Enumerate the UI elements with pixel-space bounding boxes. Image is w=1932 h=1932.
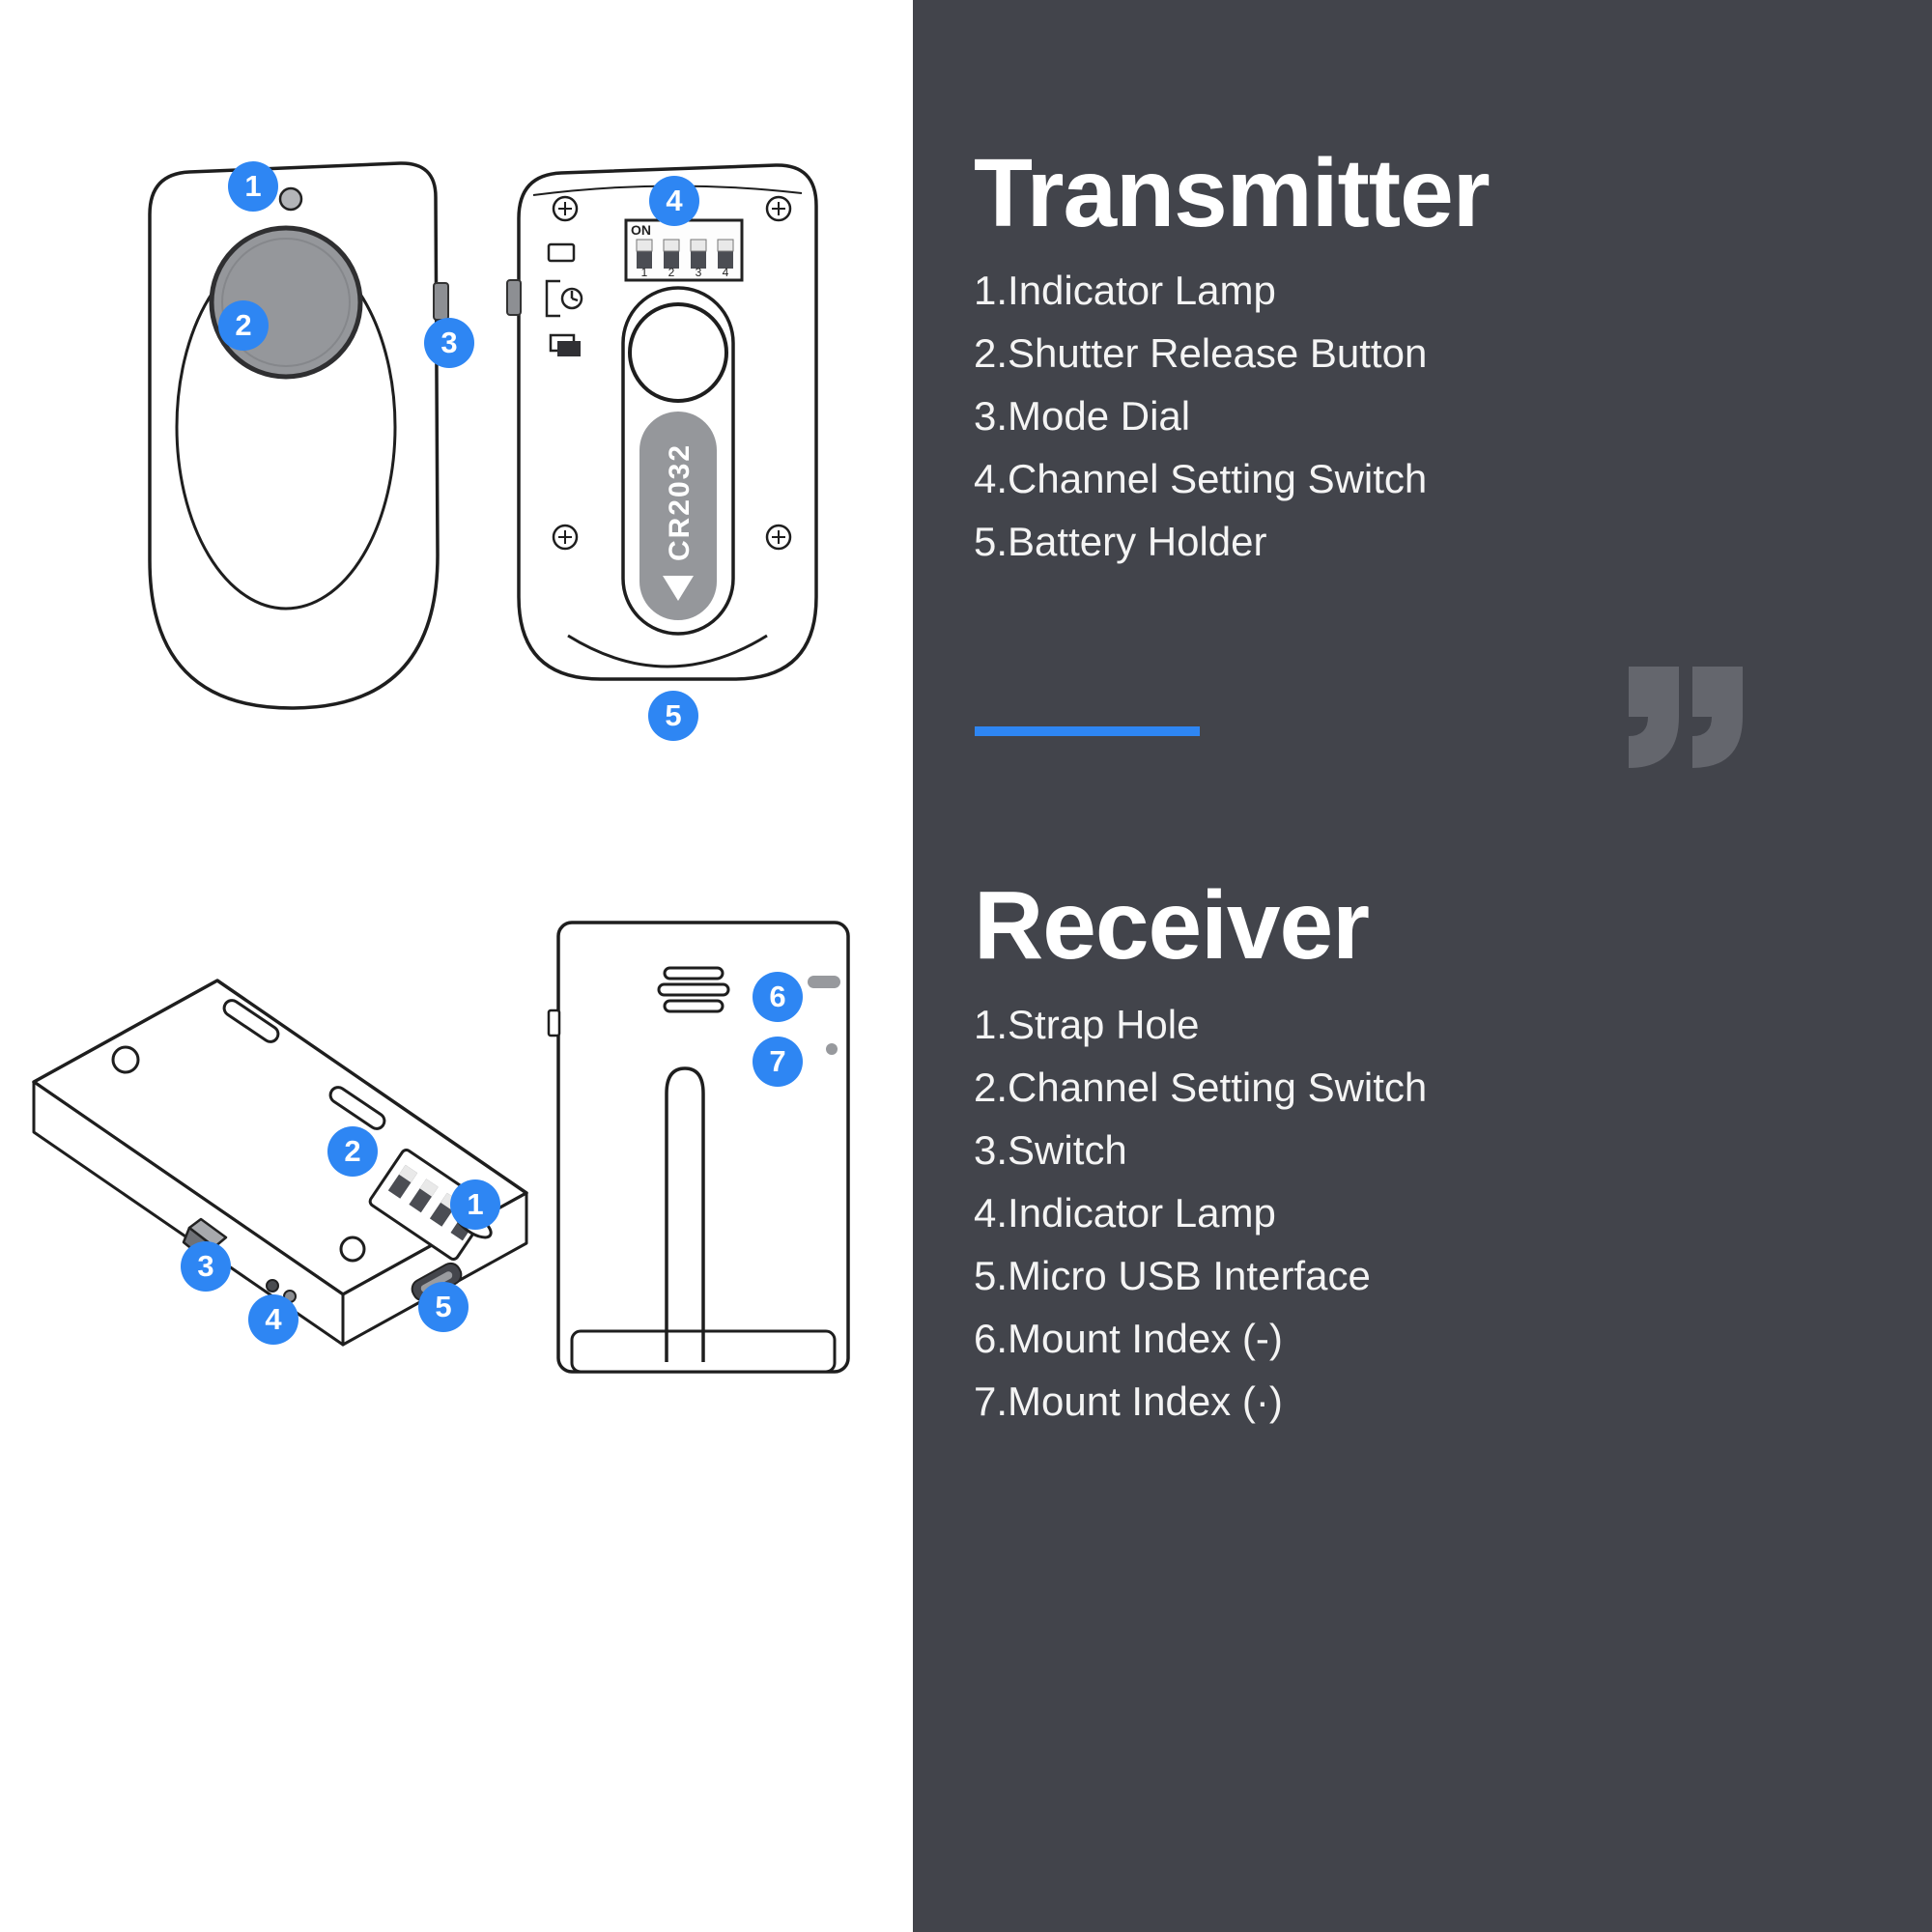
transmitter-part-item: 2.Shutter Release Button bbox=[974, 330, 1428, 376]
side-nub bbox=[547, 1009, 561, 1037]
channel-setting-switch: ON 1 2 3 4 bbox=[624, 218, 744, 282]
screw-top-left bbox=[552, 195, 579, 222]
shutter-button-inner-ring bbox=[221, 238, 351, 367]
transmitter-part-item: 1.Indicator Lamp bbox=[974, 268, 1276, 313]
battery-holder: CR2032 bbox=[621, 286, 735, 636]
callout-receiver-strap-hole: 1 bbox=[450, 1179, 500, 1230]
accent-divider bbox=[975, 726, 1200, 736]
transmitter-part-item: 4.Channel Setting Switch bbox=[974, 456, 1428, 501]
callout-transmitter-indicator-lamp: 1 bbox=[228, 161, 278, 212]
delay-timer-mode-icon bbox=[545, 279, 583, 318]
callout-receiver-mount-index-dot: 7 bbox=[753, 1037, 803, 1087]
receiver-parts-list: 1.Strap Hole 2.Channel Setting Switch 3.… bbox=[974, 993, 1427, 1433]
screw-bottom-right bbox=[765, 524, 792, 551]
single-shot-mode-icon bbox=[547, 242, 576, 263]
battery-insert-arrow bbox=[663, 576, 694, 601]
center-channel bbox=[665, 1066, 705, 1362]
receiver-title: Receiver bbox=[974, 871, 1370, 980]
callout-transmitter-shutter-button: 2 bbox=[218, 300, 269, 351]
screw-top-right bbox=[765, 195, 792, 222]
receiver-part-item: 2.Channel Setting Switch bbox=[974, 1065, 1428, 1110]
screw-bottom-left bbox=[552, 524, 579, 551]
transmitter-part-item: 3.Mode Dial bbox=[974, 393, 1191, 439]
mount-slot-upper bbox=[222, 999, 280, 1043]
callout-receiver-switch: 3 bbox=[181, 1241, 231, 1292]
top-screw-hole bbox=[111, 1045, 140, 1074]
dip-number-4: 4 bbox=[723, 266, 729, 279]
dip-on-label: ON bbox=[631, 222, 651, 238]
burst-mode-icon bbox=[549, 333, 581, 356]
callout-receiver-channel-switch: 2 bbox=[327, 1126, 378, 1177]
transmitter-parts-list: 1.Indicator Lamp 2.Shutter Release Butto… bbox=[974, 259, 1427, 573]
receiver-part-item: 5.Micro USB Interface bbox=[974, 1253, 1371, 1298]
receiver-front-drawing bbox=[547, 921, 850, 1374]
receiver-part-item: 1.Strap Hole bbox=[974, 1002, 1200, 1047]
transmitter-part-item: 5.Battery Holder bbox=[974, 519, 1267, 564]
bottom-lanyard-arc bbox=[567, 634, 768, 668]
mode-dial-tab bbox=[433, 282, 449, 321]
dip-number-3: 3 bbox=[696, 266, 702, 279]
dip-number-2: 2 bbox=[668, 266, 675, 279]
callout-receiver-indicator-lamp: 4 bbox=[248, 1294, 298, 1345]
mode-dial-tab-back bbox=[506, 279, 522, 316]
info-panel: Transmitter 1.Indicator Lamp 2.Shutter R… bbox=[913, 0, 1932, 1932]
speaker-slots bbox=[657, 966, 730, 1013]
indicator-lamp bbox=[278, 186, 303, 212]
receiver-part-item: 4.Indicator Lamp bbox=[974, 1190, 1276, 1236]
callout-transmitter-channel-switch: 4 bbox=[649, 176, 699, 226]
receiver-part-item: 6.Mount Index (-) bbox=[974, 1316, 1283, 1361]
dip-number-1: 1 bbox=[641, 266, 648, 279]
quote-icon bbox=[1629, 667, 1743, 768]
receiver-indicator-lamp-1 bbox=[266, 1279, 279, 1293]
transmitter-title: Transmitter bbox=[974, 139, 1491, 247]
callout-receiver-mount-index-dash: 6 bbox=[753, 972, 803, 1022]
transmitter-back-drawing: ON 1 2 3 4 CR2032 bbox=[506, 163, 818, 681]
lower-screw-hole bbox=[339, 1236, 366, 1263]
battery-type-label: CR2032 bbox=[664, 443, 696, 561]
receiver-part-item: 3.Switch bbox=[974, 1127, 1127, 1173]
callout-receiver-micro-usb: 5 bbox=[418, 1282, 469, 1332]
transmitter-front-drawing bbox=[148, 161, 449, 710]
mount-slot-lower bbox=[328, 1086, 386, 1130]
callout-transmitter-mode-dial: 3 bbox=[424, 318, 474, 368]
receiver-part-item: 7.Mount Index (·) bbox=[974, 1378, 1283, 1424]
mount-index-dash bbox=[808, 976, 840, 988]
callout-transmitter-battery-holder: 5 bbox=[648, 691, 698, 741]
mount-index-dot bbox=[826, 1043, 838, 1055]
